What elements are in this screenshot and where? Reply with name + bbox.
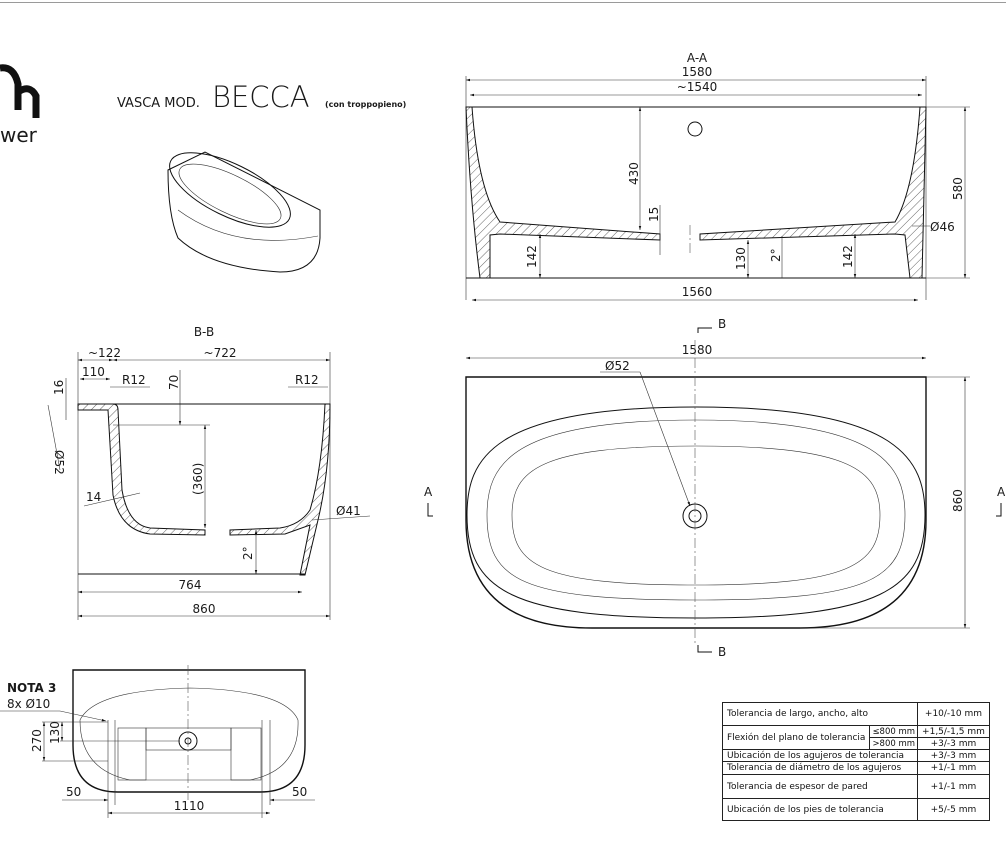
dim-bb-41: Ø41 [336,504,361,518]
table-row: >800 mm +3/-3 mm [723,737,990,750]
dim-bottom-130: 130 [48,721,62,744]
tolerance-label: Ubicación de los agujeros de tolerancia [721,749,919,762]
bottom-view: NOTA 3 8x Ø10 270 130 50 50 1110 [0,665,315,818]
bathtub-3d-view [167,151,321,273]
dim-aa-1580: 1580 [682,65,713,79]
dim-plan-860: 860 [951,489,965,512]
section-bb: B-B ~122 ~722 110 R12 R12 70 16 Ø52 (360… [47,325,371,620]
overflow-hole [687,121,703,137]
dim-bb-r12-left: R12 [122,373,146,387]
dim-plan-52: Ø52 [605,359,630,373]
tolerance-value: +10/-10 mm [917,702,990,726]
tolerance-value: +5/-5 mm [917,798,990,821]
dim-bb-360: (360) [191,463,205,495]
dim-bb-122: ~122 [88,346,121,360]
table-row: Tolerancia de espesor de pared +1/-1 mm [721,774,990,799]
tolerance-value: +3/-3 mm [917,749,990,762]
dim-bb-860: 860 [193,602,216,616]
section-marker-b-top: B [718,317,726,331]
plan-view: B 1580 Ø52 860 A A B [424,317,1006,659]
model-note: (con troppopieno) [325,100,406,109]
table-row: Flexión del plano de tolerancia ≤800 mm … [721,725,990,750]
dim-bb-16: 16 [52,380,66,395]
page-border-line [0,2,1006,3]
logo-subtext: wer [0,123,38,147]
tolerance-label: Tolerancia de espesor de pared [721,774,919,799]
dim-aa-142-right: 142 [841,245,855,268]
tolerance-label: Ubicación de los pies de tolerancia [721,798,919,821]
dim-aa-15: 15 [647,207,661,222]
dim-bb-slope: 2° [241,546,255,560]
section-marker-a-left: A [424,485,433,499]
tolerance-value: +1/-1 mm [917,761,990,775]
tolerance-table: Tolerancia de largo, ancho, alto +10/-10… [721,702,990,821]
table-row: Ubicación de los agujeros de tolerancia … [721,749,990,762]
dim-aa-1540: ~1540 [677,80,718,94]
dim-bb-52: Ø52 [52,450,66,475]
table-row: Tolerancia de largo, ancho, alto +10/-10… [721,702,990,726]
note-3-title: NOTA 3 [7,681,56,695]
tolerance-label: Flexión del plano de tolerancia [721,725,871,750]
dim-bb-70: 70 [167,375,181,390]
dim-bb-r12-right: R12 [295,373,319,387]
table-row: Ubicación de los pies de tolerancia +5/-… [721,798,990,821]
brand-logo: wer [0,64,40,147]
dim-bb-110: 110 [82,365,105,379]
tolerance-sub-label: ≤800 mm [869,725,919,738]
dim-aa-1560: 1560 [682,285,713,299]
tolerance-value: +1,5/-1,5 mm [917,725,990,738]
dim-aa-130: 130 [734,247,748,270]
dim-bottom-1110: 1110 [174,799,205,813]
section-aa-title: A-A [687,51,708,65]
model-prefix: VASCA MOD. [117,96,200,111]
tolerance-value: +3/-3 mm [917,737,990,750]
dim-aa-430: 430 [627,162,641,185]
section-aa: A-A 1580 ~1540 430 15 142 130 2° 142 580… [465,51,970,302]
dim-bb-722: ~722 [204,346,237,360]
dim-aa-580: 580 [951,177,965,200]
dim-aa-slope: 2° [769,248,783,262]
dim-aa-46: Ø46 [930,220,955,234]
table-row: Tolerancia de diámetro de los agujeros +… [721,761,990,775]
note-3-holes: 8x Ø10 [7,697,50,711]
model-name: BECCA [212,80,310,114]
tolerance-sub-label: >800 mm [869,737,919,750]
dim-bb-14: 14 [86,490,101,504]
dim-bottom-50-left: 50 [66,785,81,799]
dim-bottom-270: 270 [30,729,44,752]
tolerance-label: Tolerancia de largo, ancho, alto [721,702,919,726]
dim-plan-1580: 1580 [682,343,713,357]
section-marker-a-right: A [997,485,1006,499]
dim-bb-764: 764 [179,578,202,592]
dim-aa-142-left: 142 [525,245,539,268]
section-marker-b-bottom: B [718,645,726,659]
tolerance-label: Tolerancia de diámetro de los agujeros [721,761,919,775]
section-bb-title: B-B [194,325,214,339]
dim-bottom-50-right: 50 [292,785,307,799]
tolerance-value: +1/-1 mm [917,774,990,799]
